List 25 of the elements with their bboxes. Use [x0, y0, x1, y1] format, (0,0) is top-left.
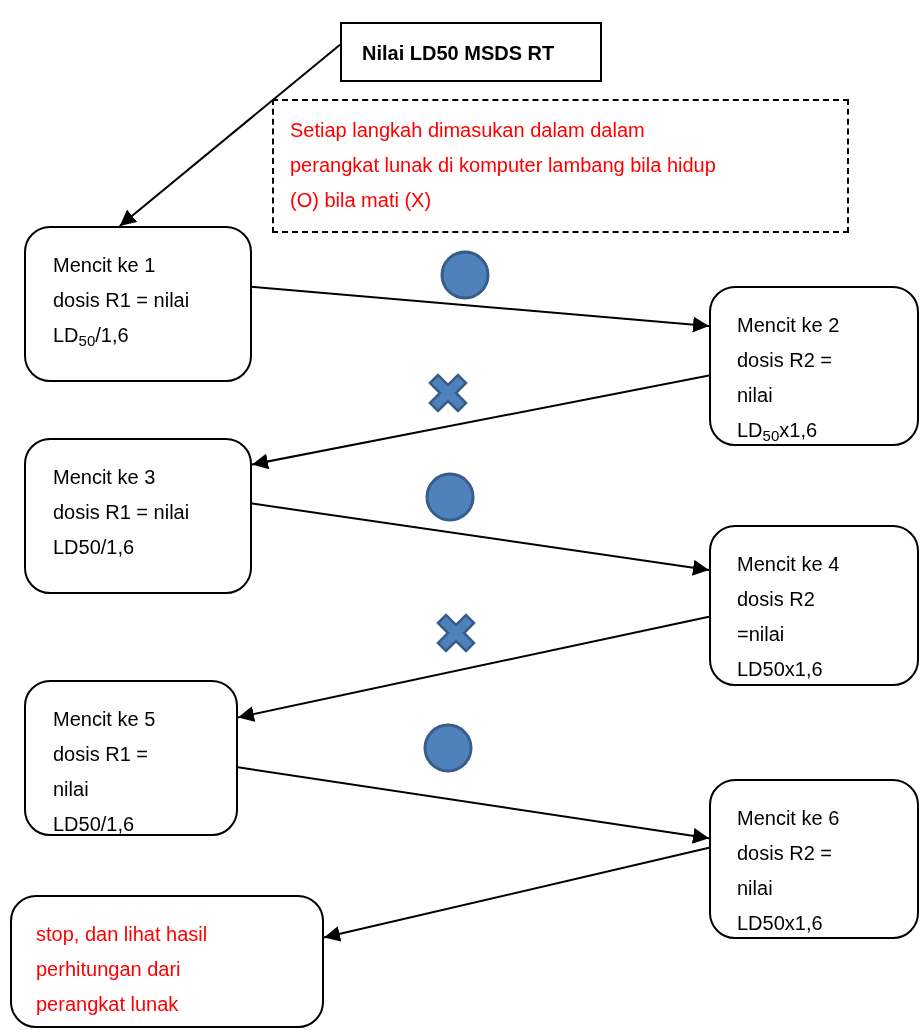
process-box [709, 525, 919, 686]
arrow [237, 766, 710, 844]
title-box [340, 22, 602, 82]
node-text: Mencit ke 5 dosis R1 = nilai LD50/1,6 [53, 707, 157, 837]
node-text: Mencit ke 6 dosis R2 = nilai LD50x1,6 [737, 806, 841, 936]
process-box [24, 680, 238, 836]
node-text: stop, dan lihat hasil perhitungan dari perangkat lunak [36, 922, 209, 1017]
node-text: Mencit ke 1 dosis R1 = nilai LD$_{50}$/1,6 [53, 253, 191, 351]
node-text: Mencit ke 3 dosis R1 = nilai LD50/1,6 [53, 465, 191, 560]
arrow [323, 846, 710, 942]
process-box [709, 779, 919, 939]
end-box [10, 895, 324, 1028]
node-text: Nilai LD50 MSDS RT [362, 41, 556, 66]
arrow [237, 615, 710, 722]
arrow [251, 502, 710, 576]
arrow [118, 43, 341, 227]
process-box [24, 438, 252, 594]
node-text: Setiap langkah dimasukan dalam dalam perangkat lunak di komputer lambang bila hidup (O) bila mati (X) [290, 118, 717, 213]
note-box [272, 99, 849, 233]
node-text: Mencit ke 2 dosis R2 = nilai LD$_{50}$x1,6 [737, 313, 841, 446]
arrow [251, 285, 710, 333]
process-box [24, 226, 252, 382]
node-text: Mencit ke 4 dosis R2 =nilai LD50x1,6 [737, 552, 841, 682]
arrow [251, 374, 710, 470]
process-box [709, 286, 919, 446]
